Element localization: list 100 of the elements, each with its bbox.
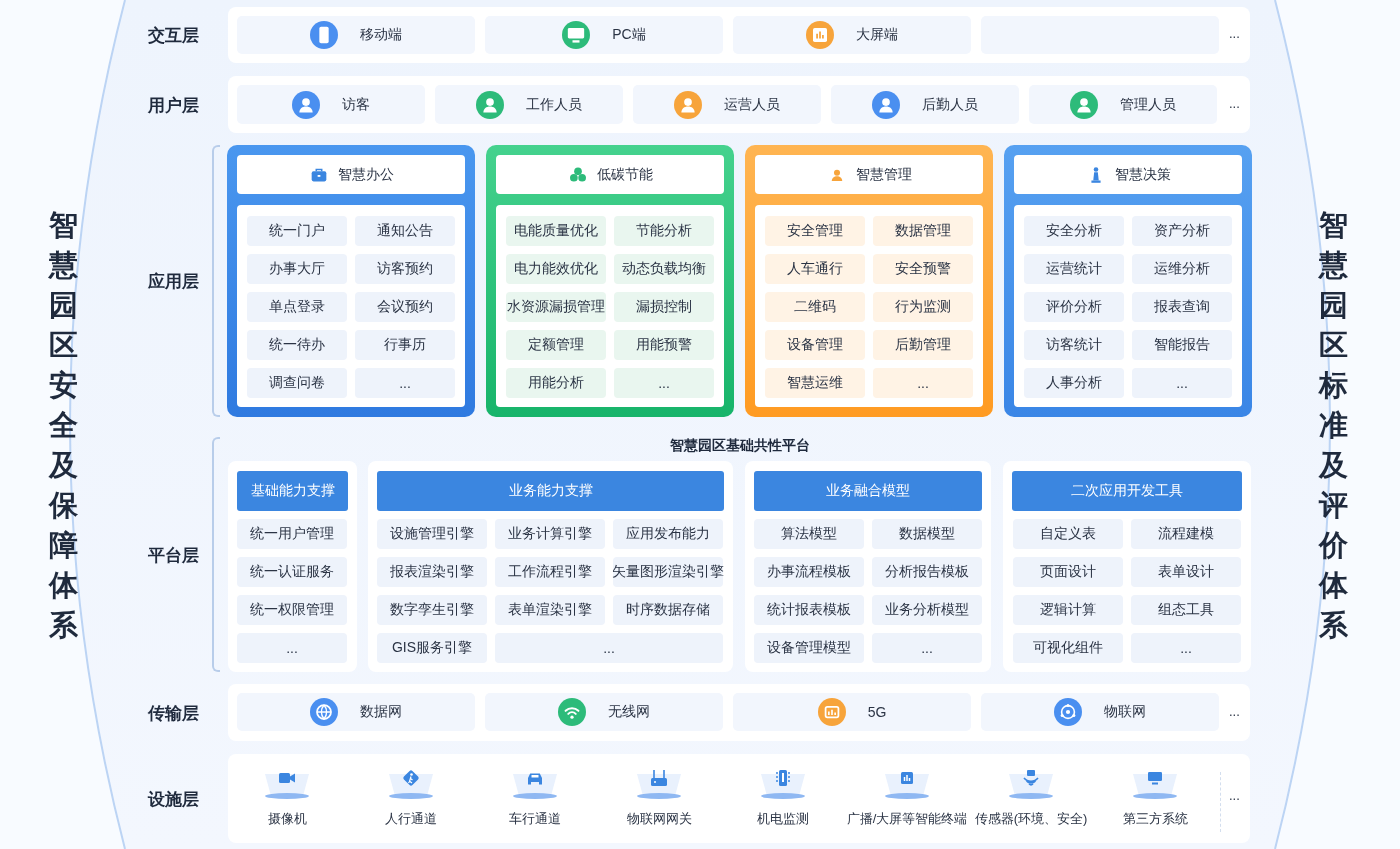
feature-tag: 表单渲染引擎 <box>495 595 605 625</box>
module-card <box>228 461 357 672</box>
platform-title: 智慧园区基础共性平台 <box>668 437 811 455</box>
module-card <box>745 461 991 672</box>
side-title: 智慧园区安全及保障体系 <box>47 208 79 643</box>
card-header: 二次应用开发工具 <box>1012 471 1242 511</box>
tile-label: 管理人员 <box>1120 95 1176 114</box>
feature-tag: 智能报告 <box>1132 330 1232 360</box>
feature-tag: 行事历 <box>355 330 455 360</box>
feature-tag: ... <box>355 368 455 398</box>
feature-tag: 数字孪生引擎 <box>377 595 487 625</box>
layer-label: 传输层 <box>148 702 199 725</box>
tile-label: 工作人员 <box>526 95 582 114</box>
card-header: 基础能力支撑 <box>237 471 348 511</box>
feature-tag: ... <box>872 633 982 663</box>
tile <box>485 16 723 54</box>
feature-tag: 水资源漏损管理 <box>506 292 606 322</box>
tile <box>485 693 723 731</box>
feature-tag: ... <box>614 368 714 398</box>
feature-tag: 工作流程引擎 <box>495 557 605 587</box>
feature-tag: 访客统计 <box>1024 330 1124 360</box>
feature-tag: ... <box>1132 368 1232 398</box>
feature-tag: 设备管理 <box>765 330 865 360</box>
feature-tag: ... <box>237 633 347 663</box>
ellipsis-text: ... <box>1229 26 1240 41</box>
tile <box>1029 85 1217 124</box>
layer-label: 应用层 <box>148 271 199 293</box>
tile <box>435 85 623 124</box>
feature-tag: 电力能效优化 <box>506 254 606 284</box>
tile <box>237 85 425 124</box>
feature-tag: 智慧运维 <box>765 368 865 398</box>
facility-label: 车行通道 <box>509 810 561 828</box>
module-panel <box>486 145 734 417</box>
facility-label: 传感器(环境、安全) <box>974 810 1088 828</box>
feature-tag: 矢量图形渲染引擎 <box>613 557 723 587</box>
feature-tag: 资产分析 <box>1132 216 1232 246</box>
side-title: 智慧园区标准及评价体系 <box>1317 208 1349 643</box>
module-panel <box>745 145 993 417</box>
feature-tag: 用能分析 <box>506 368 606 398</box>
facility-label: 第三方系统 <box>1122 810 1188 828</box>
tile <box>733 693 971 731</box>
feature-tag: GIS服务引擎 <box>377 633 487 663</box>
tile-label: PC端 <box>612 26 646 44</box>
feature-tag: 动态负载均衡 <box>614 254 714 284</box>
tile-label: 访客 <box>342 95 370 114</box>
feature-tag: 统一门户 <box>247 216 347 246</box>
tile-label: 移动端 <box>360 26 402 44</box>
tile <box>237 693 475 731</box>
feature-tag: 报表查询 <box>1132 292 1232 322</box>
feature-tag: 行为监测 <box>873 292 973 322</box>
feature-tag: ... <box>1131 633 1241 663</box>
layer-label: 平台层 <box>148 544 199 567</box>
facility-label: 广播/大屏等智能终端 <box>846 810 968 828</box>
feature-tag: 可视化组件 <box>1013 633 1123 663</box>
feature-tag: 数据管理 <box>873 216 973 246</box>
layer-label: 交互层 <box>148 25 199 47</box>
tile-label: 无线网 <box>608 703 650 721</box>
feature-tag: 分析报告模板 <box>872 557 982 587</box>
feature-tag: 漏损控制 <box>614 292 714 322</box>
tile-label: 后勤人员 <box>922 95 978 114</box>
feature-tag: 流程建模 <box>1131 519 1241 549</box>
panel-title: 智慧决策 <box>1115 165 1171 184</box>
tile <box>633 85 821 124</box>
feature-tag: 应用发布能力 <box>613 519 723 549</box>
ellipsis-text: ... <box>1229 704 1240 719</box>
feature-tag: 页面设计 <box>1013 557 1123 587</box>
feature-tag: 统一认证服务 <box>237 557 347 587</box>
feature-tag: 逻辑计算 <box>1013 595 1123 625</box>
facility-label: 物联网网关 <box>626 810 692 828</box>
module-card <box>1003 461 1251 672</box>
tile-label: 物联网 <box>1104 703 1146 721</box>
feature-tag: 安全管理 <box>765 216 865 246</box>
tile <box>237 16 475 54</box>
feature-tag: 组态工具 <box>1131 595 1241 625</box>
layer-label: 用户层 <box>148 94 199 117</box>
feature-tag: 自定义表 <box>1013 519 1123 549</box>
feature-tag: 统一用户管理 <box>237 519 347 549</box>
ellipsis-text: ... <box>1229 788 1240 803</box>
feature-tag: 安全分析 <box>1024 216 1124 246</box>
feature-tag: 后勤管理 <box>873 330 973 360</box>
card-header: 业务能力支撑 <box>377 471 724 511</box>
feature-tag: 单点登录 <box>247 292 347 322</box>
module-panel <box>227 145 475 417</box>
feature-tag: 用能预警 <box>614 330 714 360</box>
feature-tag: 办事流程模板 <box>754 557 864 587</box>
feature-tag: 调查问卷 <box>247 368 347 398</box>
feature-tag: 评价分析 <box>1024 292 1124 322</box>
feature-tag: 办事大厅 <box>247 254 347 284</box>
feature-tag: 节能分析 <box>614 216 714 246</box>
feature-tag: 会议预约 <box>355 292 455 322</box>
feature-tag: 业务分析模型 <box>872 595 982 625</box>
feature-tag: 统一权限管理 <box>237 595 347 625</box>
tile-label: 大屏端 <box>856 26 898 44</box>
feature-tag: 运维分析 <box>1132 254 1232 284</box>
feature-tag: 安全预警 <box>873 254 973 284</box>
module-card <box>368 461 733 672</box>
feature-tag: 设备管理模型 <box>754 633 864 663</box>
panel-title: 智慧管理 <box>856 165 912 184</box>
feature-tag: 运营统计 <box>1024 254 1124 284</box>
feature-tag: 设施管理引擎 <box>377 519 487 549</box>
